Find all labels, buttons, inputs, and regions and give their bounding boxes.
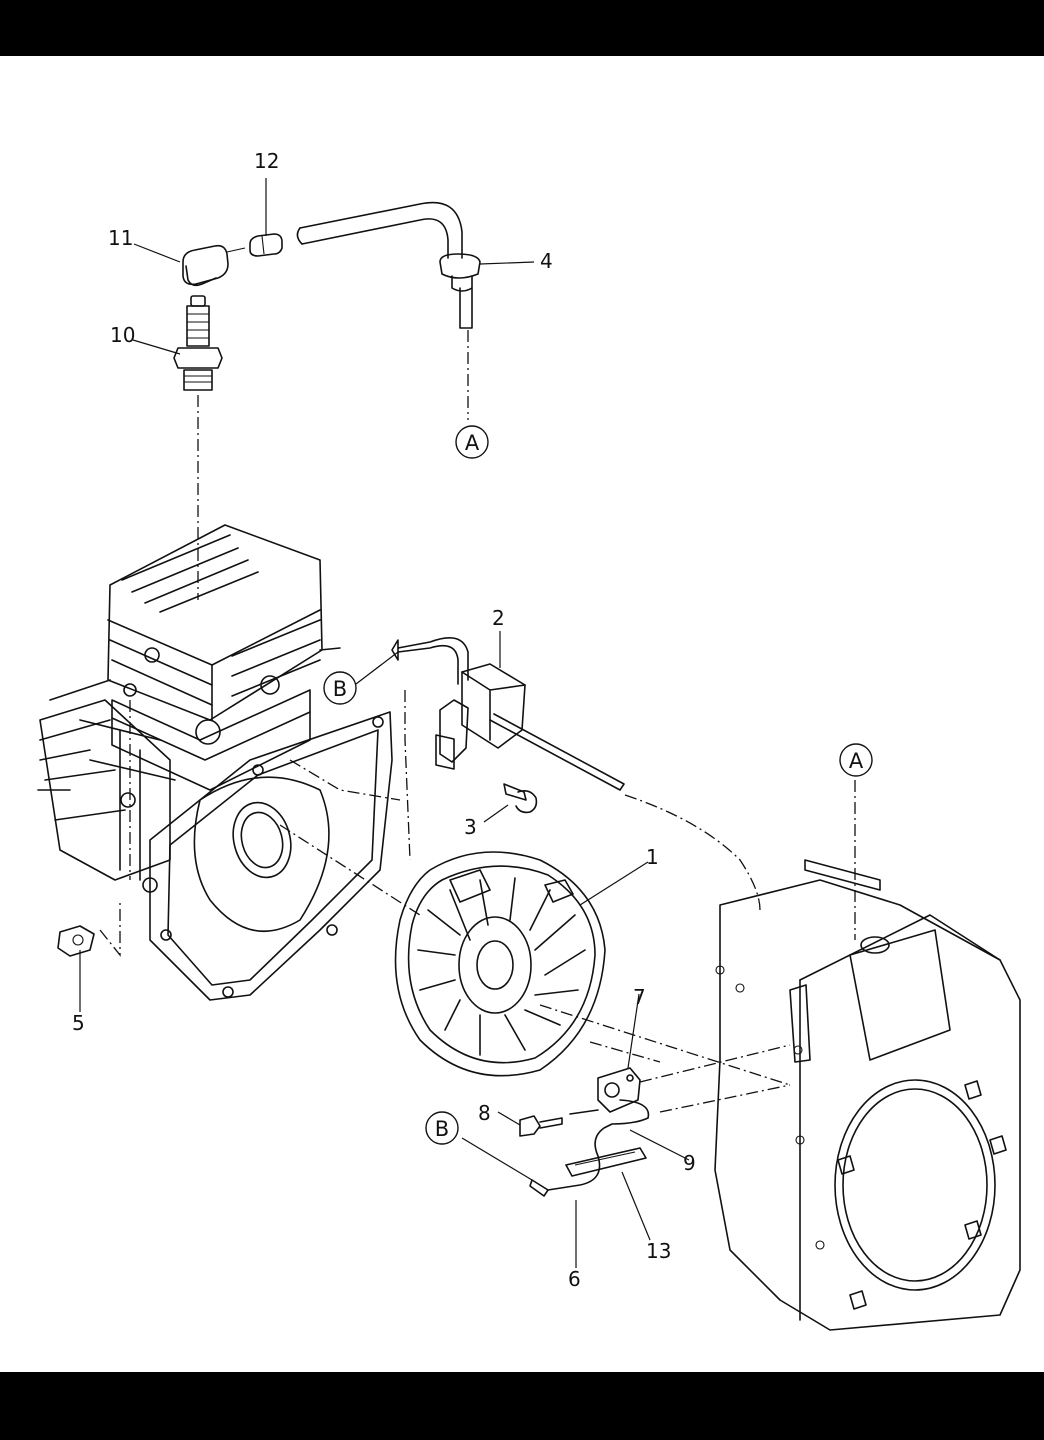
callout-13: 13	[646, 1239, 671, 1263]
spark-plug-part	[174, 296, 222, 390]
nut-part	[58, 926, 94, 956]
ref-b-coil: B	[324, 672, 356, 704]
ref-a-housing-label: A	[849, 749, 864, 773]
ref-b-wire: B	[426, 1112, 458, 1144]
crankcase-part	[38, 680, 392, 1000]
callout-6: 6	[568, 1267, 581, 1291]
callout-3: 3	[464, 815, 477, 839]
switch-wire-part	[530, 1100, 648, 1196]
callout-4: 4	[540, 249, 553, 273]
fan-housing-part	[715, 860, 1020, 1330]
callout-2: 2	[492, 606, 505, 630]
cylinder-head-part	[108, 525, 340, 790]
callout-10: 10	[110, 323, 135, 347]
callout-7: 7	[633, 985, 646, 1009]
callout-8: 8	[478, 1101, 491, 1125]
callout-1: 1	[646, 845, 659, 869]
leader-lines	[80, 178, 689, 1268]
switch-screw-part	[520, 1116, 562, 1136]
wire-clip-part	[250, 234, 282, 256]
ref-b-coil-label: B	[333, 677, 347, 701]
fuel-tube-part	[297, 203, 480, 328]
bottom-black-bar	[0, 1372, 1044, 1440]
flywheel-part	[396, 852, 606, 1076]
callout-11: 11	[108, 226, 133, 250]
ref-a-top-label: A	[465, 431, 480, 455]
stop-switch-part	[598, 1068, 640, 1112]
ref-b-wire-label: B	[435, 1117, 449, 1141]
coil-bolt-part	[504, 784, 536, 812]
wire-plate-part	[566, 1148, 646, 1176]
ref-a-top: A	[456, 426, 488, 458]
plug-cap-part	[183, 246, 245, 286]
ignition-coil-part	[392, 638, 624, 790]
callout-9: 9	[683, 1151, 696, 1175]
callout-12: 12	[254, 149, 279, 173]
callout-5: 5	[72, 1011, 85, 1035]
ref-a-housing: A	[840, 744, 872, 776]
